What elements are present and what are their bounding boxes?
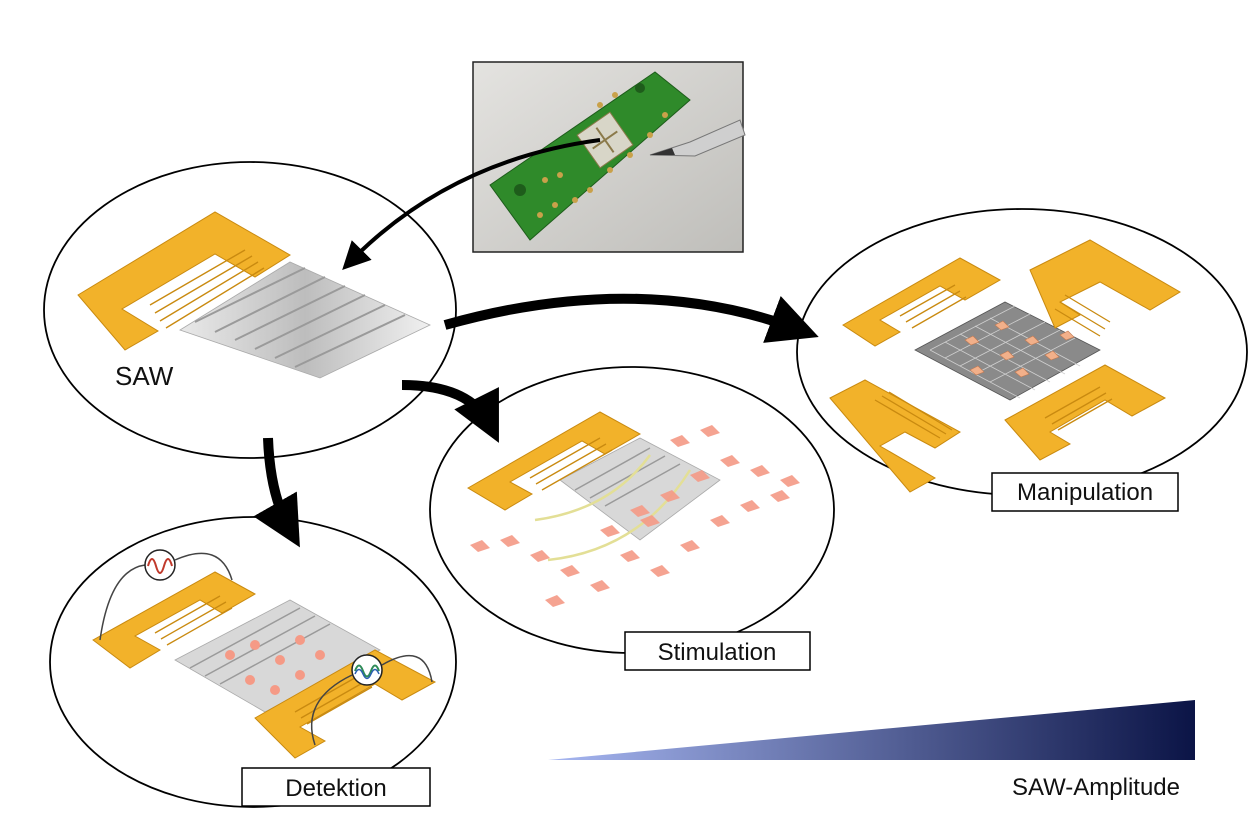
manipulation-electrode-bottom-left bbox=[829, 379, 961, 493]
green-sine-signal-icon bbox=[351, 654, 383, 686]
red-sine-signal-icon bbox=[144, 549, 176, 581]
arrow-photo-to-saw bbox=[342, 138, 601, 270]
manipulation-wave-field bbox=[914, 301, 1101, 401]
stimulation-wave-surface bbox=[534, 437, 721, 562]
pcb-board bbox=[489, 71, 691, 241]
amplitude-label: SAW-Amplitude bbox=[1012, 774, 1180, 801]
detection-wave-surface bbox=[174, 599, 381, 713]
manipulation-ellipse: Manipulation bbox=[796, 208, 1248, 512]
amplitude-gradient-wedge bbox=[548, 700, 1195, 760]
stimulation-label: Stimulation bbox=[658, 639, 777, 666]
arrow-saw-to-stimulation bbox=[401, 380, 499, 443]
manipulation-electrode-top bbox=[1029, 239, 1181, 337]
saw-ellipse: SAW bbox=[43, 161, 457, 459]
detection-electrode-right bbox=[254, 649, 437, 759]
manipulation-electrode-left bbox=[842, 257, 1002, 347]
chip-center bbox=[576, 111, 634, 169]
detection-label-box bbox=[241, 767, 431, 807]
saw-wave-surface bbox=[179, 261, 431, 379]
detection-electrode-left bbox=[92, 571, 257, 669]
stimulation-electrode bbox=[467, 411, 642, 511]
pcb-chip-photo bbox=[472, 61, 746, 253]
pencil-icon bbox=[649, 119, 746, 157]
arrow-saw-to-manipulation bbox=[443, 293, 819, 343]
detection-label: Detektion bbox=[285, 775, 386, 802]
saw-amplitude-legend: SAW-Amplitude bbox=[548, 700, 1195, 801]
stimulation-ellipse: Stimulation bbox=[429, 366, 835, 671]
stimulation-cells bbox=[470, 425, 800, 607]
manipulation-electrode-bottom-right bbox=[1004, 364, 1167, 461]
saw-label: SAW bbox=[115, 361, 174, 391]
manipulation-label: Manipulation bbox=[1017, 479, 1153, 506]
saw-electrode bbox=[77, 211, 291, 351]
arrows bbox=[253, 138, 819, 548]
detection-ellipse: Detektion bbox=[49, 516, 457, 808]
stimulation-label-box bbox=[624, 631, 811, 671]
manipulation-label-box bbox=[991, 472, 1179, 512]
arrow-saw-to-detection bbox=[253, 437, 300, 548]
